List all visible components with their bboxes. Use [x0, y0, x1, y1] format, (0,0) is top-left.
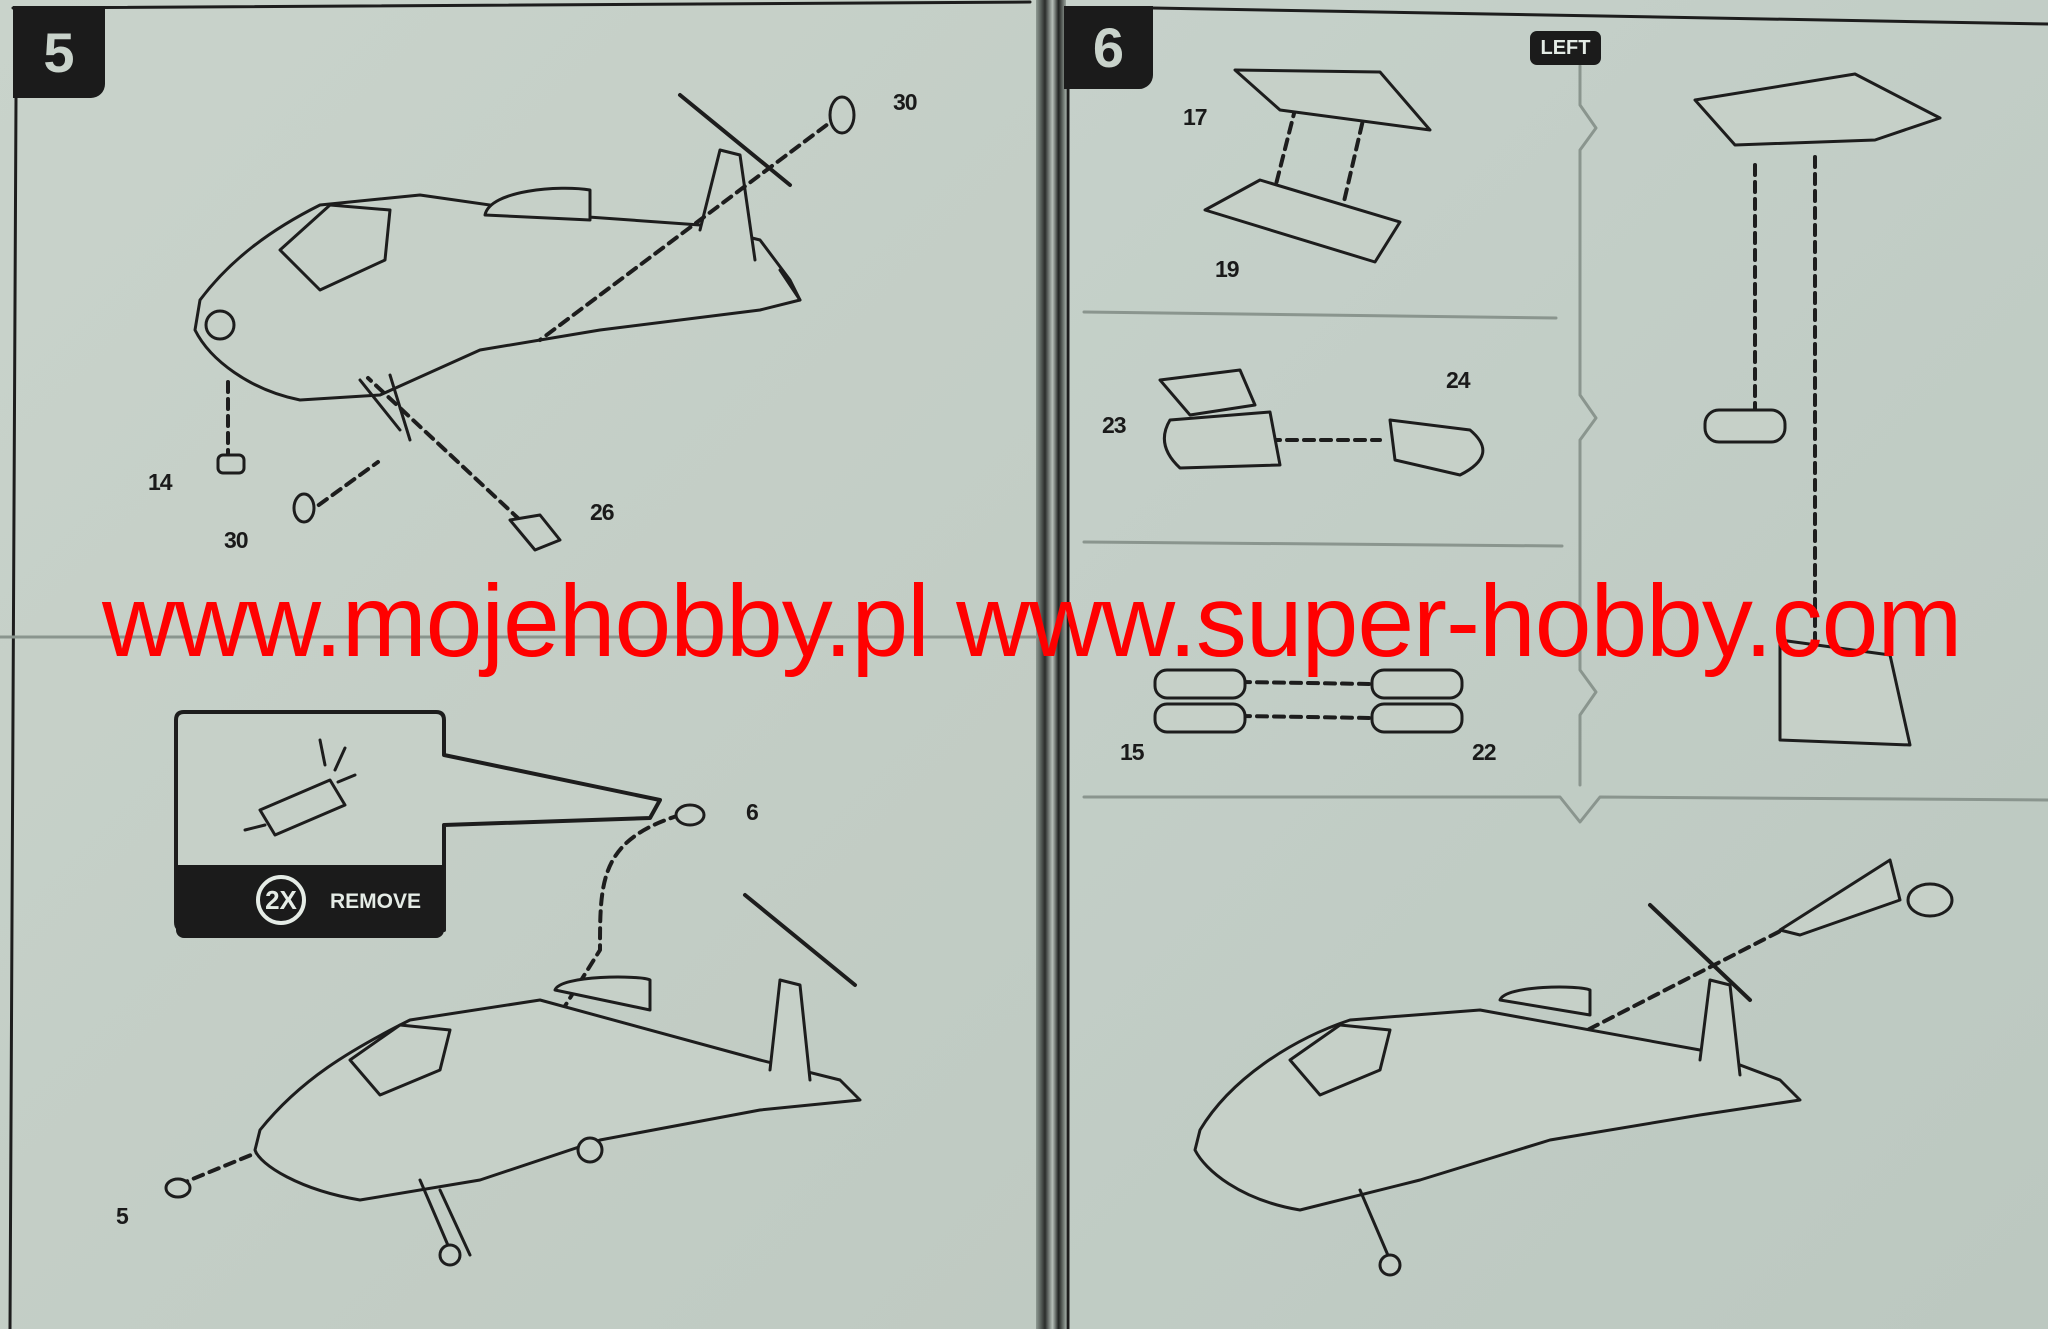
part-label: 30 [224, 527, 249, 553]
left-side-badge: LEFT [1530, 31, 1601, 65]
part-label: 24 [1446, 367, 1471, 393]
remove-callout-band [176, 865, 444, 938]
divider-right-vertical [1578, 64, 1598, 787]
divider-right-2 [1082, 540, 1564, 548]
part-label: 22 [1472, 739, 1497, 765]
part-label: 15 [1120, 739, 1145, 765]
callout-part-drawing [243, 738, 357, 837]
part-label: 19 [1215, 256, 1240, 282]
divider-right-3 [1082, 795, 2048, 824]
page-seam [1036, 0, 1066, 1329]
remove-label: REMOVE [330, 890, 422, 913]
part-drawings [164, 68, 1942, 1199]
quantity-badge: 2X [256, 875, 306, 925]
helicopter-drawing-top [193, 93, 802, 442]
step-number-5: 5 [13, 6, 105, 98]
watermark-text: www.mojehobby.pl www.super-hobby.com [102, 564, 1962, 678]
divider-right-1 [1082, 310, 1558, 320]
step-number-6: 6 [1064, 6, 1153, 89]
part-label: 6 [746, 799, 759, 825]
part-label: 23 [1102, 412, 1127, 438]
helicopter-drawing-step6 [1193, 858, 1954, 1277]
part-label: 5 [116, 1203, 129, 1229]
page-frame-right [1066, 6, 2048, 1329]
page-frame-left [8, 0, 1032, 1329]
part-label: 26 [590, 499, 615, 525]
part-label: 30 [893, 89, 918, 115]
helicopter-drawing-bottom [253, 893, 862, 1267]
part-label: 17 [1183, 104, 1208, 130]
part-label: 14 [148, 469, 173, 495]
